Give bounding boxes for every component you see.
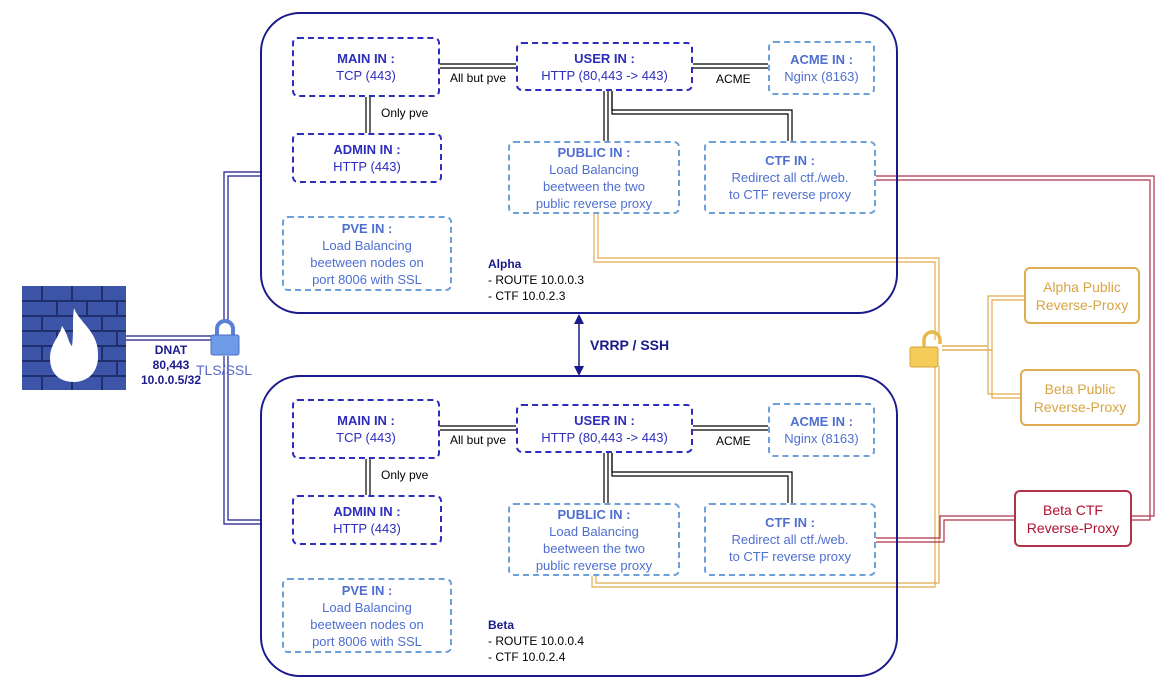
alpha-info-route: - ROUTE 10.0.0.3	[488, 273, 585, 287]
tls-label: TLS/SSL	[196, 362, 253, 378]
beta-admin-in-node: ADMIN IN : HTTP (443)	[292, 495, 442, 545]
vrrp-label: VRRP / SSH	[590, 337, 670, 353]
beta-acme-in-desc: Nginx (8163)	[784, 431, 859, 446]
alpha-public-in-node: PUBLIC IN : Load Balancing beetween the …	[508, 141, 680, 214]
alpha-public-in-line1: Load Balancing	[549, 161, 639, 177]
beta-user-in-title: USER IN :	[574, 412, 635, 428]
alpha-main-in-node: MAIN IN : TCP (443)	[292, 37, 440, 97]
beta-edge-only-pve: Only pve	[381, 468, 429, 482]
public-proxy-links	[591, 214, 1024, 588]
alpha-user-in-title: USER IN :	[574, 50, 635, 66]
lock-icon	[208, 318, 242, 358]
beta-public-proxy-line2: Reverse-Proxy	[1033, 398, 1127, 415]
beta-user-in-node: USER IN : HTTP (80,443 -> 443)	[516, 404, 693, 453]
alpha-internal-links	[365, 63, 793, 141]
alpha-info: Alpha - ROUTE 10.0.0.3 - CTF 10.0.2.3	[488, 256, 584, 304]
beta-public-proxy-line1: Beta Public	[1044, 380, 1116, 397]
alpha-public-reverse-proxy: Alpha Public Reverse-Proxy	[1024, 267, 1140, 324]
firewall-icon	[22, 286, 126, 390]
beta-info: Beta - ROUTE 10.0.0.4 - CTF 10.0.2.4	[488, 617, 584, 665]
alpha-main-in-title: MAIN IN :	[337, 51, 395, 66]
alpha-edge-only-pve: Only pve	[381, 106, 429, 120]
alpha-public-in-title: PUBLIC IN :	[557, 144, 631, 160]
alpha-pve-in-line1: Load Balancing	[322, 237, 412, 253]
beta-ctf-in-title: CTF IN :	[765, 515, 815, 530]
alpha-public-proxy-line1: Alpha Public	[1043, 278, 1121, 295]
dnat-address: 10.0.0.5/32	[140, 373, 202, 387]
beta-internal-links	[365, 425, 793, 503]
beta-ctf-in-line1: Redirect all ctf./web.	[731, 532, 849, 547]
beta-public-in-line2: beetween the two	[543, 540, 645, 556]
alpha-ctf-in-node: CTF IN : Redirect all ctf./web. to CTF r…	[704, 141, 876, 214]
alpha-node-panel	[260, 12, 898, 314]
beta-node-panel	[260, 375, 898, 677]
beta-ctf-reverse-proxy: Beta CTF Reverse-Proxy	[1014, 490, 1132, 547]
ingress-link	[126, 171, 260, 525]
alpha-edge-acme: ACME	[716, 72, 751, 86]
alpha-user-in-node: USER IN : HTTP (80,443 -> 443)	[516, 42, 693, 91]
beta-edge-acme: ACME	[716, 434, 751, 448]
beta-pve-in-line3: port 8006 with SSL	[312, 633, 422, 649]
beta-admin-in-title: ADMIN IN :	[333, 504, 401, 519]
beta-ctf-proxy-line2: Reverse-Proxy	[1026, 519, 1120, 536]
alpha-public-proxy-line2: Reverse-Proxy	[1035, 296, 1129, 313]
alpha-ctf-in-line1: Redirect all ctf./web.	[731, 170, 849, 185]
beta-ctf-proxy-line1: Beta CTF	[1043, 501, 1103, 518]
beta-public-in-line1: Load Balancing	[549, 523, 639, 539]
alpha-main-in-desc: TCP (443)	[336, 68, 396, 83]
alpha-public-in-line2: beetween the two	[543, 178, 645, 194]
beta-acme-in-node: ACME IN : Nginx (8163)	[768, 403, 875, 457]
alpha-public-in-line3: public reverse proxy	[535, 195, 653, 211]
beta-ctf-in-node: CTF IN : Redirect all ctf./web. to CTF r…	[704, 503, 876, 576]
beta-pve-in-line2: beetween nodes on	[310, 616, 424, 632]
alpha-acme-in-desc: Nginx (8163)	[784, 69, 859, 84]
beta-pve-in-title: PVE IN :	[341, 582, 393, 598]
beta-public-in-node: PUBLIC IN : Load Balancing beetween the …	[508, 503, 680, 576]
beta-main-in-node: MAIN IN : TCP (443)	[292, 399, 440, 459]
dnat-label: DNAT 80,443 10.0.0.5/32	[126, 343, 216, 388]
beta-info-ctf: - CTF 10.0.2.4	[488, 650, 566, 664]
alpha-acme-in-node: ACME IN : Nginx (8163)	[768, 41, 875, 95]
alpha-admin-in-title: ADMIN IN :	[333, 142, 401, 157]
beta-admin-in-desc: HTTP (443)	[333, 521, 401, 536]
alpha-user-in-desc: HTTP (80,443 -> 443)	[541, 67, 668, 83]
dnat-title: DNAT	[154, 343, 188, 357]
beta-user-in-desc: HTTP (80,443 -> 443)	[541, 429, 668, 445]
alpha-info-name: Alpha	[488, 257, 522, 271]
unlocked-lock-icon	[908, 330, 942, 370]
beta-edge-all-but-pve: All but pve	[450, 433, 507, 447]
alpha-admin-in-node: ADMIN IN : HTTP (443)	[292, 133, 442, 183]
alpha-ctf-in-title: CTF IN :	[765, 153, 815, 168]
alpha-pve-in-line3: port 8006 with SSL	[312, 271, 422, 287]
alpha-pve-in-title: PVE IN :	[341, 220, 393, 236]
beta-acme-in-title: ACME IN :	[790, 414, 853, 429]
alpha-edge-all-but-pve: All but pve	[450, 71, 507, 85]
alpha-ctf-in-line2: to CTF reverse proxy	[728, 187, 852, 202]
beta-info-route: - ROUTE 10.0.0.4	[488, 634, 585, 648]
ctf-proxy-links	[876, 175, 1155, 543]
beta-info-name: Beta	[488, 618, 515, 632]
alpha-admin-in-desc: HTTP (443)	[333, 159, 401, 174]
beta-pve-in-node: PVE IN : Load Balancing beetween nodes o…	[282, 578, 452, 653]
alpha-acme-in-title: ACME IN :	[790, 52, 853, 67]
beta-public-in-line3: public reverse proxy	[535, 557, 653, 573]
beta-public-in-title: PUBLIC IN :	[557, 506, 631, 522]
alpha-pve-in-line2: beetween nodes on	[310, 254, 424, 270]
dnat-ports: 80,443	[152, 358, 190, 372]
beta-main-in-title: MAIN IN :	[337, 413, 395, 428]
alpha-info-ctf: - CTF 10.0.2.3	[488, 289, 566, 303]
beta-main-in-desc: TCP (443)	[336, 430, 396, 445]
beta-pve-in-line1: Load Balancing	[322, 599, 412, 615]
beta-ctf-in-line2: to CTF reverse proxy	[728, 549, 852, 564]
beta-public-reverse-proxy: Beta Public Reverse-Proxy	[1020, 369, 1140, 426]
alpha-pve-in-node: PVE IN : Load Balancing beetween nodes o…	[282, 216, 452, 291]
